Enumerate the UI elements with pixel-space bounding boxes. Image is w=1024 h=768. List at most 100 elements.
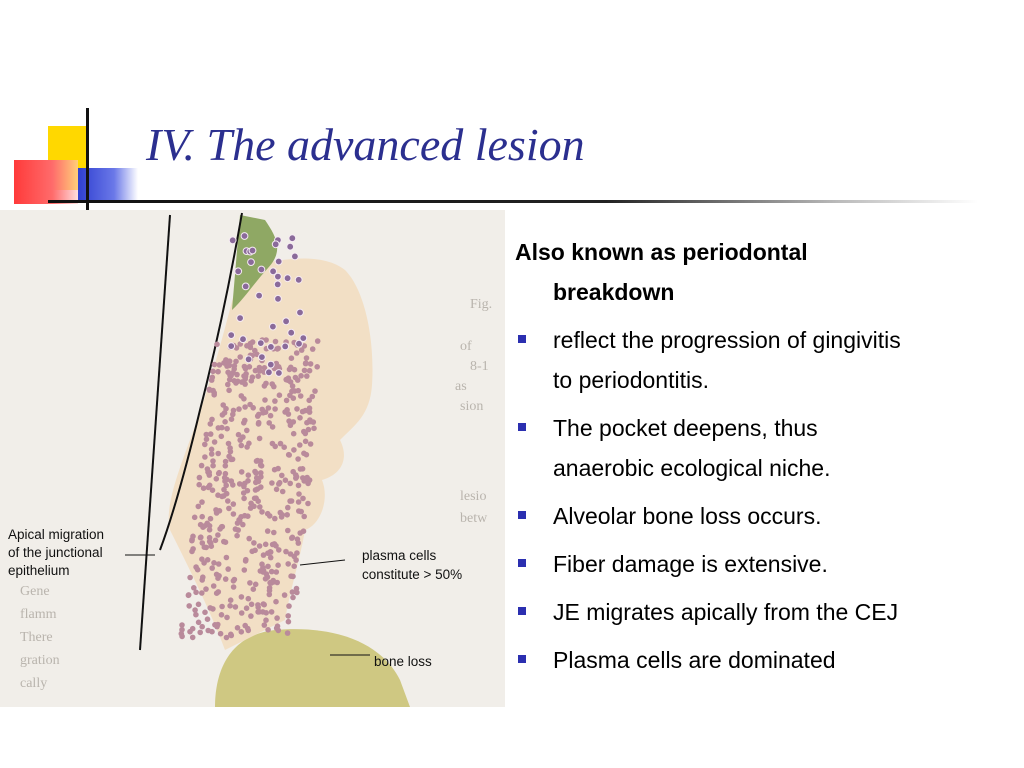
plasma-cell xyxy=(209,374,216,381)
plasma-cell xyxy=(198,462,205,469)
plasma-cell xyxy=(314,364,321,370)
plasma-cell xyxy=(242,404,248,410)
plasma-cell xyxy=(186,603,192,609)
plasma-cell xyxy=(208,543,215,549)
svg-text:sion: sion xyxy=(460,399,483,414)
plasma-cell xyxy=(256,364,263,371)
plasma-cell xyxy=(271,541,278,547)
plasma-cell xyxy=(200,485,207,492)
plasma-cell xyxy=(241,483,247,490)
plasma-cell xyxy=(218,433,225,440)
plasma-cell xyxy=(302,438,309,445)
plasma-cell xyxy=(250,586,257,592)
plasma-cell xyxy=(209,416,215,423)
plasma-cell xyxy=(263,610,270,616)
plasma-cell xyxy=(199,577,205,583)
plasma-cell xyxy=(251,540,257,546)
svg-text:flamm: flamm xyxy=(20,607,57,622)
plasma-cell xyxy=(220,402,226,408)
plasma-cell xyxy=(293,585,300,592)
plasma-cell xyxy=(195,503,202,510)
bullet-text-line: anaerobic ecological niche. xyxy=(553,455,831,481)
plasma-cell xyxy=(290,430,297,437)
plasma-cell xyxy=(222,463,229,469)
plasma-cell xyxy=(199,499,205,505)
plasma-cell xyxy=(214,341,220,348)
bullet-text-line: The pocket deepens, thus xyxy=(553,415,818,441)
plasma-cell xyxy=(244,444,250,450)
plasma-cell xyxy=(204,466,211,472)
plasma-cell xyxy=(204,557,211,563)
inflammatory-cell xyxy=(283,274,292,283)
bullet-item: The pocket deepens, thus anaerobic ecolo… xyxy=(515,408,1010,488)
connective-tissue xyxy=(168,258,373,650)
plasma-cell xyxy=(209,487,216,494)
plasma-cell xyxy=(305,426,312,433)
svg-text:8-1: 8-1 xyxy=(470,359,489,374)
plasma-cell xyxy=(211,361,218,368)
plasma-cell xyxy=(196,474,203,481)
plasma-cell xyxy=(268,568,275,575)
inflammatory-cell xyxy=(244,355,253,364)
plasma-cell xyxy=(196,481,202,488)
plasma-cell xyxy=(210,462,216,469)
plasma-cell xyxy=(278,514,285,520)
plasma-cell xyxy=(242,365,249,372)
plasma-cell xyxy=(179,622,185,628)
inflammatory-cell xyxy=(288,234,297,243)
plasma-cell xyxy=(282,477,289,484)
plasma-cell xyxy=(248,613,254,619)
plasma-cell xyxy=(265,550,271,556)
plasma-cell xyxy=(309,393,316,400)
bullet-square-icon xyxy=(518,559,526,567)
plasma-cell xyxy=(235,527,241,533)
inflammatory-cell xyxy=(241,282,250,291)
plasma-cell xyxy=(285,561,292,567)
plasma-cell xyxy=(272,515,278,522)
plasma-cell xyxy=(238,469,245,475)
plasma-cell xyxy=(219,603,225,610)
plasma-cell xyxy=(222,539,229,545)
inflammatory-cell xyxy=(247,258,255,266)
plasma-cell xyxy=(242,622,248,629)
plasma-cell xyxy=(259,561,265,567)
plasma-cell xyxy=(277,440,284,447)
plasma-cell xyxy=(225,381,231,388)
bone-loss-label: bone loss xyxy=(374,654,432,669)
plasma-cell xyxy=(310,419,317,425)
bullet-square-icon xyxy=(518,511,526,519)
plasma-cell xyxy=(267,579,273,586)
plasma-cell xyxy=(216,469,222,476)
inflammatory-cell xyxy=(258,353,266,362)
plasma-cell xyxy=(262,397,268,403)
plasma-cell xyxy=(194,566,201,573)
bullet-text-line: Plasma cells are dominated xyxy=(553,647,836,673)
plasma-cell xyxy=(272,443,279,450)
plasma-cell xyxy=(215,621,221,628)
inflammatory-cell xyxy=(287,328,296,337)
plasma-cell xyxy=(285,527,291,534)
inflammatory-cell xyxy=(248,246,257,255)
plasma-cell xyxy=(225,566,231,572)
plasma-cell xyxy=(217,526,223,532)
plasma-cell xyxy=(238,594,245,600)
inflammatory-cell xyxy=(274,257,283,266)
bullet-list: Also known as periodontal breakdown refl… xyxy=(515,232,1010,680)
plasma-cell xyxy=(301,343,308,349)
bullet-square-icon xyxy=(518,655,526,663)
plasma-cell xyxy=(305,500,311,507)
bullet-item: Alveolar bone loss occurs. xyxy=(515,496,1010,536)
plasma-cell xyxy=(301,513,308,520)
plasma-cell xyxy=(252,367,259,374)
plasma-cell xyxy=(273,569,280,575)
plasma-cell xyxy=(236,406,242,412)
plasma-cell xyxy=(259,509,265,515)
apical-label-line2: of the junctional xyxy=(8,545,103,560)
plasma-cell xyxy=(257,504,263,510)
plasma-cell xyxy=(293,350,300,356)
plasma-cell xyxy=(273,486,280,493)
plasma-cell xyxy=(268,609,275,615)
inflammatory-cell xyxy=(269,322,277,331)
plasma-cell xyxy=(221,360,227,366)
plasma-cell xyxy=(250,405,256,411)
